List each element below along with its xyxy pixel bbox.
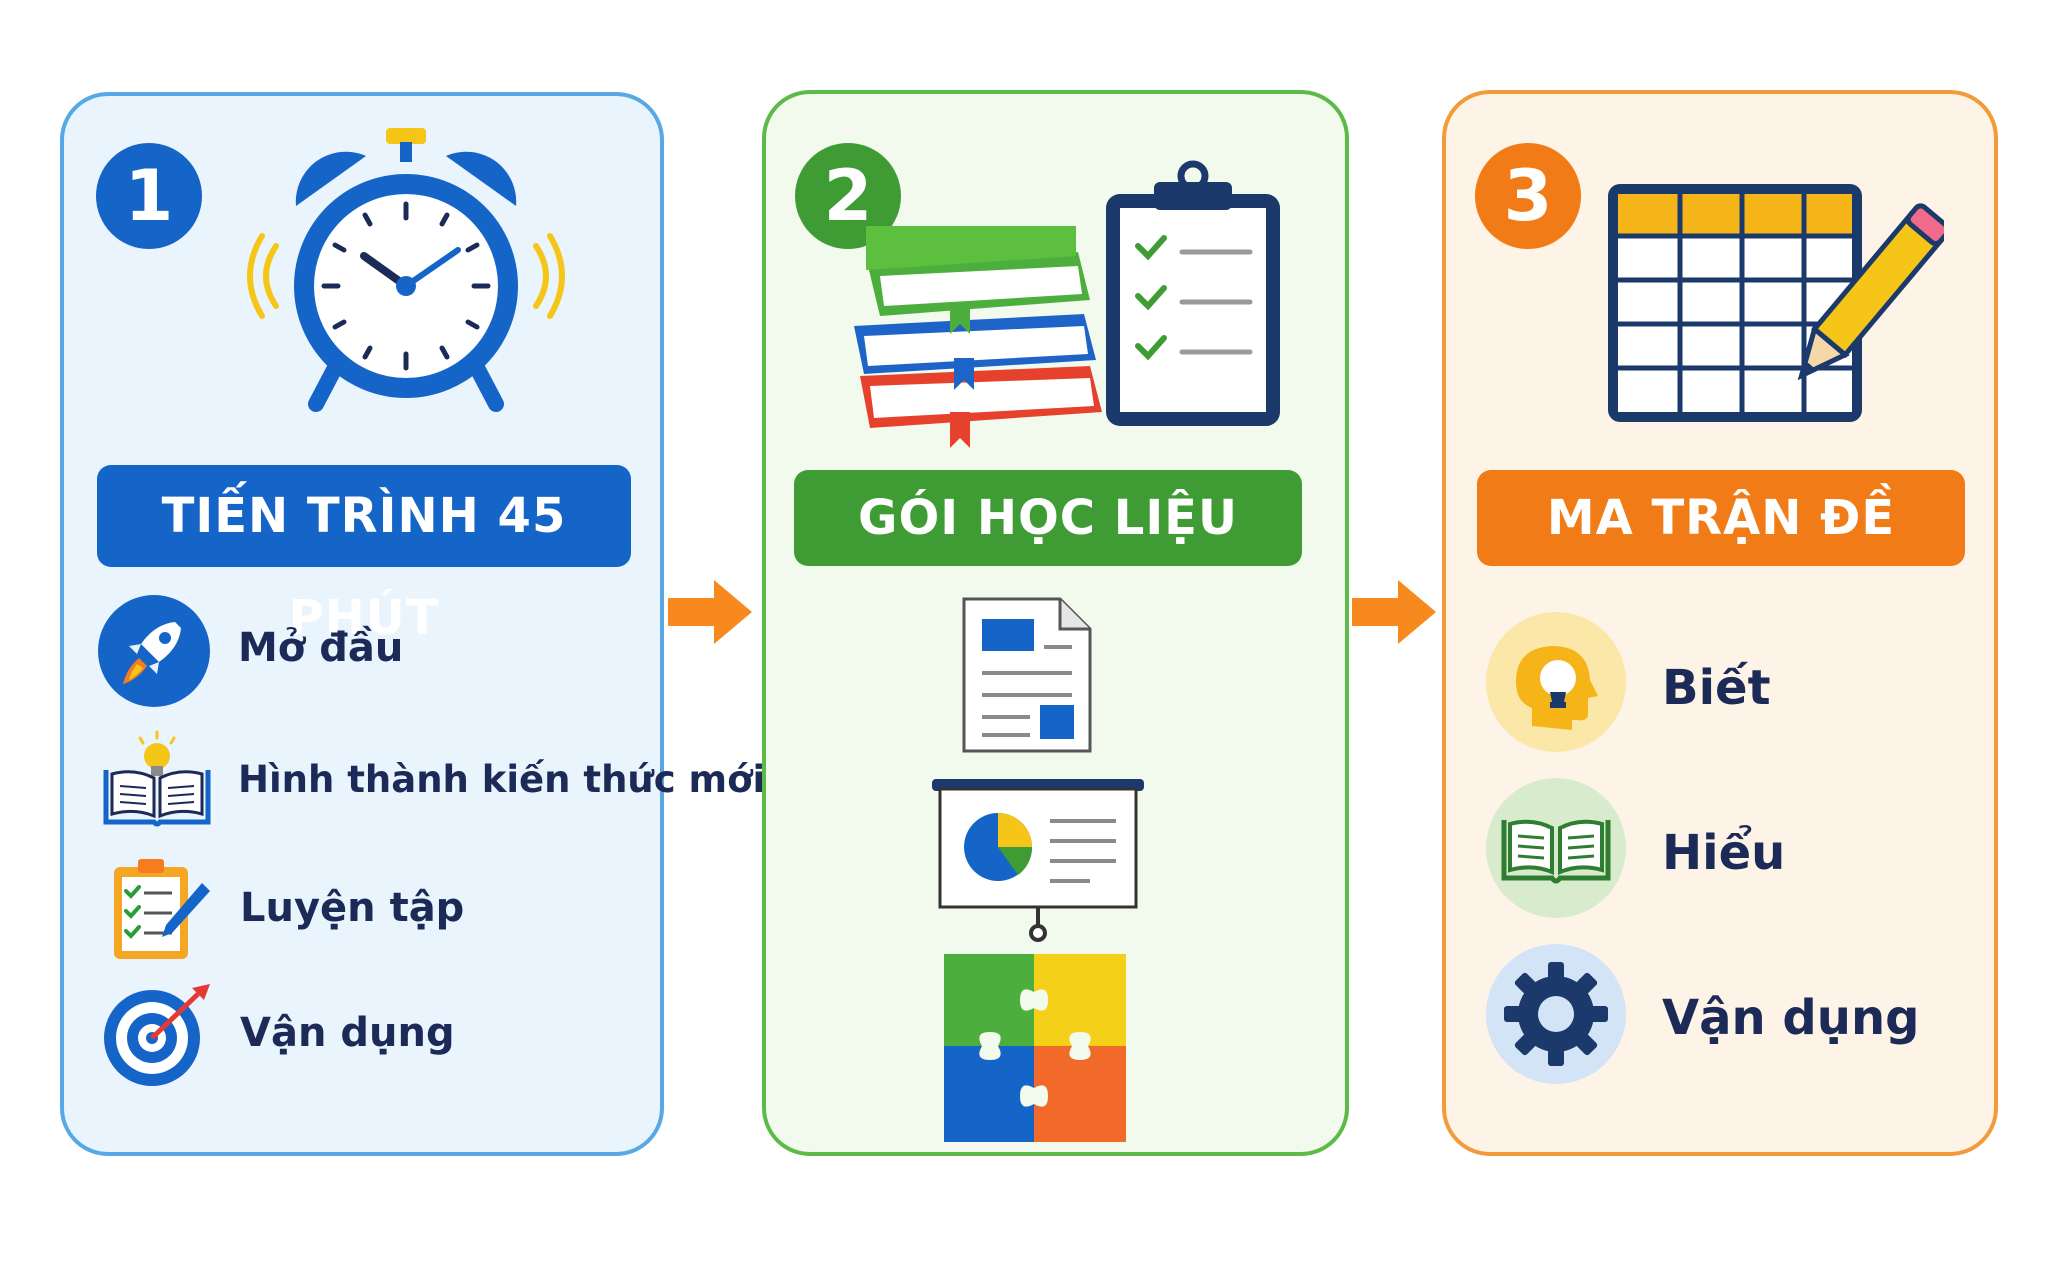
head-lightbulb-icon [1486,612,1626,752]
table-pencil-icon [1608,184,1944,422]
gear-icon [1486,944,1626,1084]
item-label-biet: Biết [1662,660,1771,716]
step-number-1: 1 [96,143,202,249]
item-label-hinh-thanh: Hình thành kiến thức mới [238,758,766,801]
banner-lesson-process: TIẾN TRÌNH 45 PHÚT [97,465,631,646]
rocket-icon [98,595,210,707]
item-label-hieu: Hiểu [1662,825,1786,881]
document-icon [962,597,1092,753]
arrow-right-icon [668,580,752,644]
checklist-clipboard-icon [1106,160,1280,426]
puzzle-icon [944,954,1126,1142]
banner-learning-materials: GÓI HỌC LIỆU [794,470,1302,566]
open-book-lightbulb-icon [103,730,211,827]
arrow-right-icon [1352,580,1436,644]
open-book-icon [1486,778,1626,918]
banner-exam-matrix: MA TRẬN ĐỀ [1477,470,1965,566]
target-arrow-icon [104,984,210,1086]
item-label-mo-dau: Mở đầu [238,625,404,671]
books-stack-icon [854,226,1102,448]
presentation-board-icon [932,779,1144,942]
item-label-van-dung-2: Vận dụng [1662,990,1920,1046]
alarm-clock-icon [247,128,565,412]
item-label-luyen-tap: Luyện tập [240,885,465,931]
step-number-3: 3 [1475,143,1581,249]
item-label-van-dung-1: Vận dụng [240,1010,455,1056]
clipboard-pencil-icon [114,859,210,959]
